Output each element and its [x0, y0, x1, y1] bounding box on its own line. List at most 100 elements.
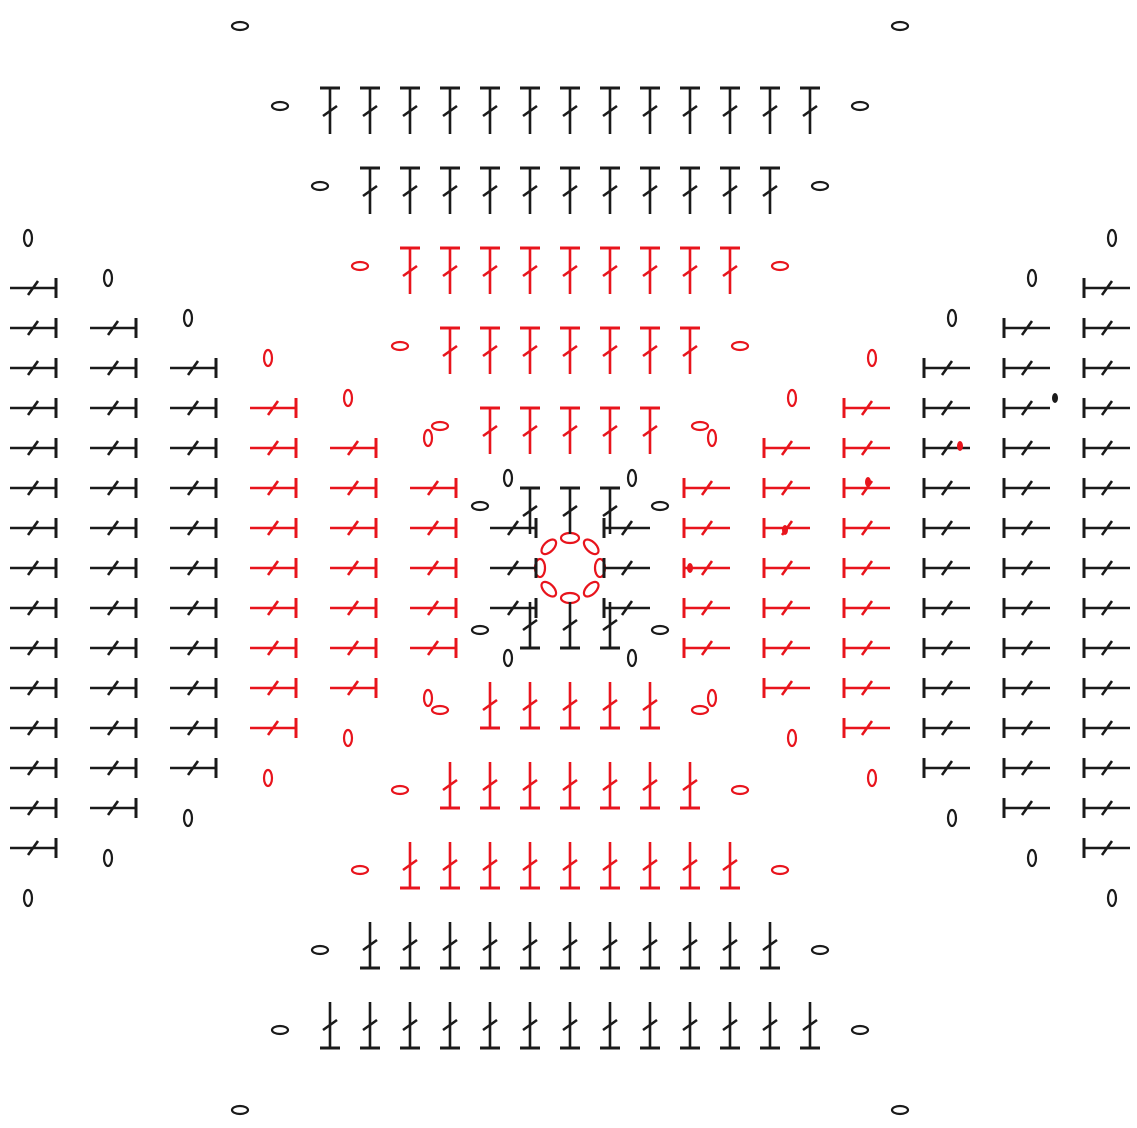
chain-stitch [344, 730, 352, 746]
double-crochet-stitch [480, 922, 500, 968]
chain-stitch [812, 182, 828, 190]
double-crochet-stitch [680, 842, 700, 888]
double-crochet-stitch [480, 1002, 500, 1048]
double-crochet-stitch [440, 248, 460, 294]
chain-stitch [852, 102, 868, 110]
center-ring-chain [561, 533, 579, 543]
double-crochet-stitch [1004, 718, 1050, 738]
double-crochet-stitch [680, 922, 700, 968]
chain-stitch [24, 890, 32, 906]
double-crochet-stitch [330, 438, 376, 458]
chain-stitch [392, 342, 408, 350]
chain-stitch [352, 262, 368, 270]
chain-stitch [788, 730, 796, 746]
double-crochet-stitch [760, 922, 780, 968]
double-crochet-stitch [520, 682, 540, 728]
double-crochet-stitch [844, 598, 890, 618]
double-crochet-stitch [1084, 798, 1130, 818]
double-crochet-stitch [440, 328, 460, 374]
double-crochet-stitch [400, 1002, 420, 1048]
chain-stitch [184, 310, 192, 326]
chain-stitch [352, 866, 368, 874]
double-crochet-stitch [170, 598, 216, 618]
double-crochet-stitch [764, 678, 810, 698]
double-crochet-stitch [764, 598, 810, 618]
double-crochet-stitch [90, 638, 136, 658]
double-crochet-stitch [640, 88, 660, 134]
double-crochet-stitch [684, 638, 730, 658]
double-crochet-stitch [560, 248, 580, 294]
chain-stitch [432, 706, 448, 714]
double-crochet-stitch [684, 598, 730, 618]
double-crochet-stitch [520, 408, 540, 454]
chain-stitch [312, 946, 328, 954]
chain-stitch [472, 626, 488, 634]
double-crochet-stitch [560, 328, 580, 374]
double-crochet-stitch [600, 1002, 620, 1048]
double-crochet-stitch [684, 518, 730, 538]
double-crochet-stitch [170, 558, 216, 578]
double-crochet-stitch [360, 168, 380, 214]
double-crochet-stitch [924, 758, 970, 778]
chain-stitch [708, 430, 716, 446]
slip-stitch [957, 441, 963, 451]
chain-stitch [892, 1106, 908, 1114]
double-crochet-stitch [360, 922, 380, 968]
double-crochet-stitch [520, 328, 540, 374]
double-crochet-stitch [684, 478, 730, 498]
double-crochet-stitch [600, 762, 620, 808]
double-crochet-stitch [1084, 358, 1130, 378]
double-crochet-stitch [10, 318, 56, 338]
chain-stitch [312, 182, 328, 190]
double-crochet-stitch [480, 168, 500, 214]
double-crochet-stitch [90, 798, 136, 818]
double-crochet-stitch [844, 678, 890, 698]
double-crochet-stitch [680, 168, 700, 214]
double-crochet-stitch [600, 328, 620, 374]
double-crochet-stitch [400, 922, 420, 968]
slip-stitch [782, 525, 788, 535]
chain-stitch [392, 786, 408, 794]
double-crochet-stitch [250, 678, 296, 698]
double-crochet-stitch [440, 1002, 460, 1048]
double-crochet-stitch [90, 398, 136, 418]
double-crochet-stitch [250, 718, 296, 738]
chain-stitch [1028, 270, 1036, 286]
chain-stitch [232, 1106, 248, 1114]
double-crochet-stitch [90, 318, 136, 338]
double-crochet-stitch [720, 842, 740, 888]
double-crochet-stitch [600, 168, 620, 214]
double-crochet-stitch [170, 438, 216, 458]
chain-stitch [504, 470, 512, 486]
double-crochet-stitch [90, 478, 136, 498]
double-crochet-stitch [844, 718, 890, 738]
double-crochet-stitch [10, 678, 56, 698]
double-crochet-stitch [10, 798, 56, 818]
double-crochet-stitch [320, 1002, 340, 1048]
double-crochet-stitch [1004, 638, 1050, 658]
double-crochet-stitch [560, 88, 580, 134]
double-crochet-stitch [760, 1002, 780, 1048]
double-crochet-stitch [170, 398, 216, 418]
double-crochet-stitch [90, 558, 136, 578]
double-crochet-stitch [1004, 438, 1050, 458]
double-crochet-stitch [720, 1002, 740, 1048]
double-crochet-stitch [924, 398, 970, 418]
chain-stitch [892, 22, 908, 30]
chain-stitch [708, 690, 716, 706]
double-crochet-stitch [360, 1002, 380, 1048]
double-crochet-stitch [1084, 638, 1130, 658]
chain-stitch [868, 770, 876, 786]
double-crochet-stitch [600, 682, 620, 728]
double-crochet-stitch [560, 922, 580, 968]
double-crochet-stitch [490, 558, 536, 578]
double-crochet-stitch [360, 88, 380, 134]
chain-stitch [272, 102, 288, 110]
chain-stitch [732, 342, 748, 350]
double-crochet-stitch [520, 922, 540, 968]
double-crochet-stitch [410, 638, 456, 658]
double-crochet-stitch [1004, 678, 1050, 698]
chain-stitch [432, 422, 448, 430]
double-crochet-stitch [1084, 678, 1130, 698]
double-crochet-stitch [1084, 598, 1130, 618]
